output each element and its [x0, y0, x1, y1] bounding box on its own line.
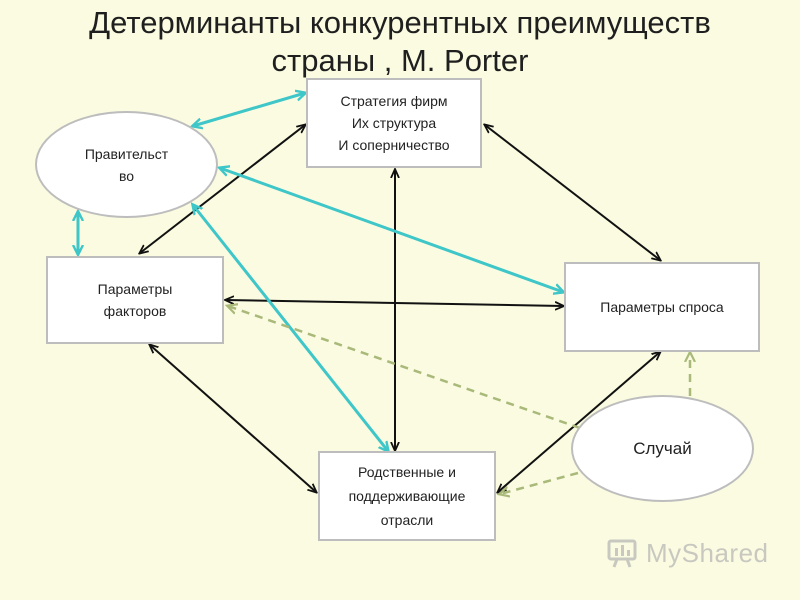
factors-line-2: факторов [103, 303, 167, 319]
arrow-demand-related [498, 352, 660, 492]
arrow-strategy-demand [485, 125, 660, 260]
watermark: MyShared [606, 536, 769, 570]
related-line-3: отрасли [380, 512, 434, 528]
title-line-1: Детерминанты конкурентных преимуществ [89, 5, 711, 40]
node-demand: Параметры спроса [564, 262, 760, 352]
node-government: Правительст во [35, 111, 218, 218]
arrow-chance-related [500, 471, 579, 494]
slide-title: Детерминанты конкурентных преимуществ ст… [0, 4, 800, 80]
chance-label: Случай [633, 438, 692, 458]
government-line-1: Правительст [84, 145, 169, 162]
node-related: Родственные и поддерживающие отрасли [318, 451, 496, 541]
arrow-government-demand [220, 168, 563, 292]
strategy-line-3: И соперничество [338, 137, 450, 153]
arrow-chance-factors [228, 306, 581, 430]
watermark-logo-icon [607, 539, 637, 568]
demand-label: Параметры спроса [600, 299, 724, 315]
related-line-2: поддерживающие [348, 488, 466, 504]
watermark-text: MyShared [646, 537, 769, 568]
node-factors: Параметры факторов [46, 256, 224, 344]
strategy-line-1: Стратегия фирм [340, 93, 448, 109]
government-line-2: во [118, 167, 135, 184]
arrow-government-related [193, 205, 388, 451]
factors-line-1: Параметры [97, 281, 173, 297]
arrow-government-strategy [193, 93, 305, 126]
title-line-2: страны , M. Porter [271, 43, 529, 78]
node-strategy: Стратегия фирм Их структура И соперничес… [306, 78, 482, 168]
related-line-1: Родственные и [358, 464, 456, 480]
node-chance: Случай [571, 395, 754, 502]
arrow-factors-related [150, 345, 316, 492]
strategy-line-2: Их структура [351, 115, 437, 131]
